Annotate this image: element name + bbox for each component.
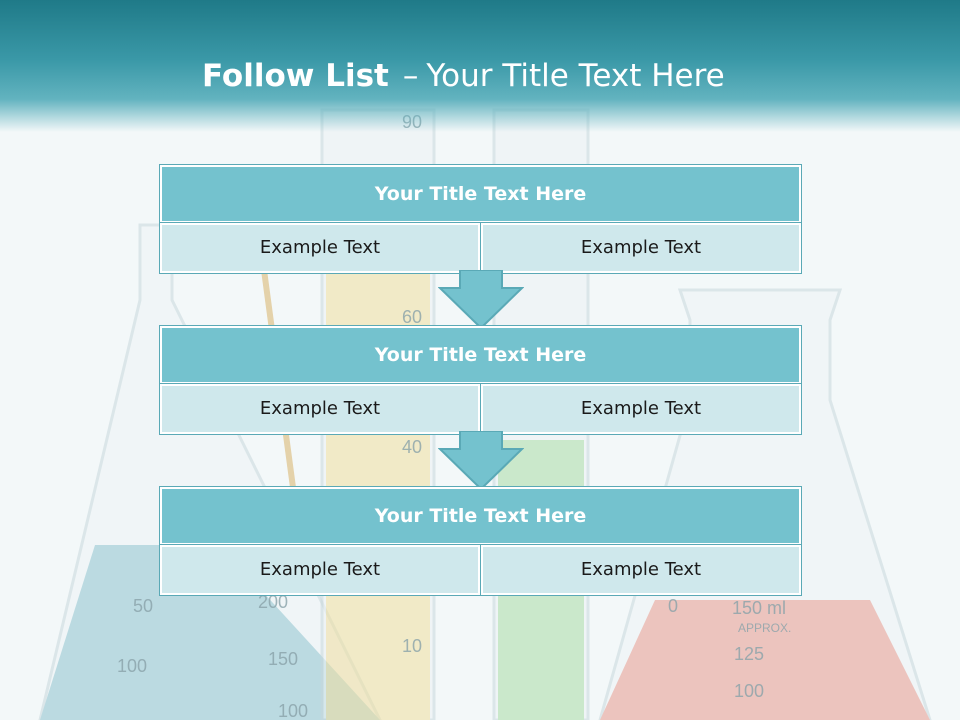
block-cell-left: Example Text [159, 222, 481, 274]
title-rest: Your Title Text Here [426, 58, 725, 94]
scale-label: 200 [258, 592, 288, 612]
scale-label: 150 ml [732, 598, 786, 618]
scale-label: 100 [734, 681, 764, 701]
title-bold: Follow List [202, 58, 389, 94]
scale-label: 100 [117, 656, 147, 676]
title-separator: – [402, 58, 419, 94]
block-cell-left: Example Text [159, 383, 481, 435]
scale-label: 125 [734, 644, 764, 664]
scale-label: APPROX. [738, 621, 791, 635]
block-cell-right: Example Text [480, 544, 802, 596]
slide-title: Follow List–Your Title Text Here [202, 54, 725, 102]
down-arrow-icon [438, 431, 524, 491]
block-cell-right: Example Text [480, 222, 802, 274]
scale-label: 10 [402, 636, 422, 656]
block-cell-left: Example Text [159, 544, 481, 596]
header-band [0, 0, 960, 132]
block-cell-right: Example Text [480, 383, 802, 435]
block-title: Your Title Text Here [159, 164, 802, 224]
scale-label: 0 [668, 596, 678, 616]
scale-label: 60 [402, 307, 422, 327]
scale-label: 40 [402, 437, 422, 457]
scale-label: 50 [133, 596, 153, 616]
down-arrow-icon [438, 270, 524, 330]
block-title: Your Title Text Here [159, 325, 802, 385]
scale-label: 100 [278, 701, 308, 720]
block-title: Your Title Text Here [159, 486, 802, 546]
scale-label: 150 [268, 649, 298, 669]
